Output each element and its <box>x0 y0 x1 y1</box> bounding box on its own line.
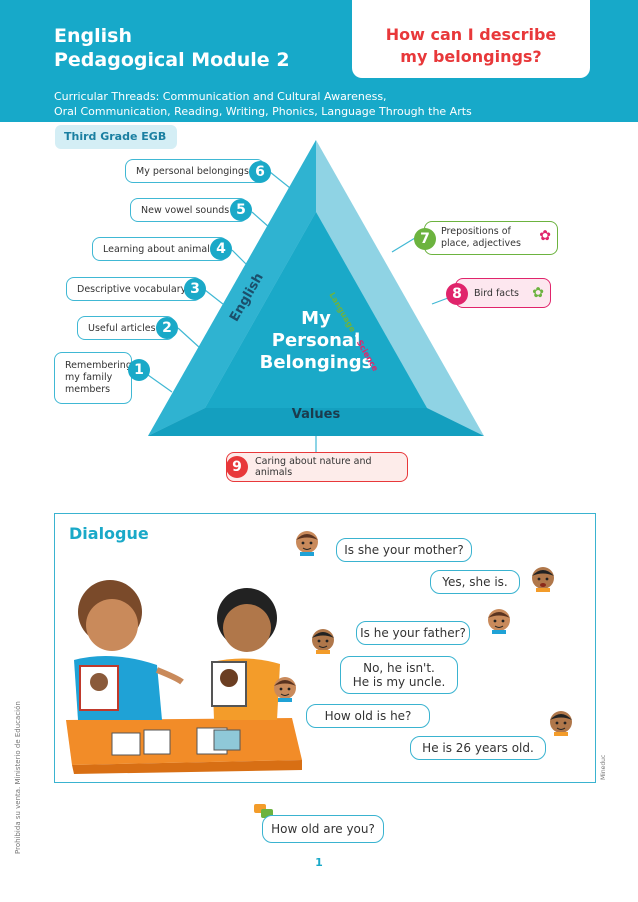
boy-face-icon <box>550 711 572 736</box>
curricular-threads: Curricular Threads: Communication and Cu… <box>54 89 472 119</box>
topic-label: My personal belongings <box>136 165 249 177</box>
topic-label: Useful articles <box>88 322 156 334</box>
topic-item-9: Caring about nature and animals <box>226 452 408 482</box>
side-note: Prohibida su venta. Ministerio de Educac… <box>14 701 22 854</box>
topic-item-4: Learning about animals <box>92 237 228 261</box>
question-box: How can I describe my belongings? <box>352 0 590 78</box>
topic-number-9: 9 <box>226 456 248 478</box>
grade-badge: Third Grade EGB <box>55 125 177 149</box>
boy-face-icon <box>312 629 334 654</box>
triangle-center-label: My Personal Belongings <box>236 308 396 374</box>
boy-face-icon <box>274 677 296 702</box>
topic-item-7: Prepositions of place, adjectives ✿ <box>424 221 558 255</box>
threads-line-1: Curricular Threads: Communication and Cu… <box>54 90 387 103</box>
title-line-1: English <box>54 25 132 47</box>
threads-line-2: Oral Communication, Reading, Writing, Ph… <box>54 105 472 118</box>
triangle-inner <box>205 212 427 408</box>
topic-item-5: New vowel sounds <box>130 198 248 222</box>
speech-bubble: No, he isn't. He is my uncle. <box>340 656 458 694</box>
topic-number-2: 2 <box>156 317 178 339</box>
topic-label: Bird facts <box>474 287 520 299</box>
topic-item-8: Bird facts ✿ <box>455 278 551 308</box>
kids-illustration <box>66 580 302 774</box>
dialogue-box <box>54 513 596 783</box>
center-line-2: Personal <box>271 330 361 351</box>
speech-bubble: He is 26 years old. <box>410 736 546 760</box>
page-number: 1 <box>315 856 323 869</box>
prompt-bubble: How old are you? <box>262 815 384 843</box>
boy-face-icon <box>488 609 510 634</box>
topic-label: New vowel sounds <box>141 204 230 216</box>
speech-bubble: How old is he? <box>306 704 430 728</box>
speech-bubble: Is she your mother? <box>336 538 472 562</box>
topic-triangle-diagram <box>147 140 484 455</box>
boy-face-icon <box>296 531 318 556</box>
topic-number-6: 6 <box>249 161 271 183</box>
topic-label: Descriptive vocabulary <box>77 283 187 295</box>
topic-label: Prepositions of place, adjectives <box>425 226 521 250</box>
topic-item-1: Remembering my family members <box>54 352 132 404</box>
topic-number-8: 8 <box>446 283 468 305</box>
question-line-2: my belongings? <box>400 47 542 66</box>
center-line-3: Belongings <box>259 352 373 373</box>
topic-number-7: 7 <box>414 228 436 250</box>
topic-item-3: Descriptive vocabulary <box>66 277 202 301</box>
guiding-question: How can I describe my belongings? <box>352 24 590 68</box>
topic-label: Caring about nature and animals <box>255 456 372 478</box>
image-credit: Mineduc <box>600 754 607 780</box>
topic-item-6: My personal belongings <box>125 159 265 183</box>
speech-line-1: No, he isn't. <box>363 661 435 675</box>
topic-number-1: 1 <box>128 359 150 381</box>
topic-number-3: 3 <box>184 278 206 300</box>
dialogue-title: Dialogue <box>69 524 149 543</box>
boy-face-icon <box>532 567 554 592</box>
gears-icon: ✿ <box>539 228 551 244</box>
title-line-2: Pedagogical Module 2 <box>54 49 290 71</box>
speech-bubble: Yes, she is. <box>430 570 520 594</box>
gears-icon: ✿ <box>532 285 544 301</box>
question-line-1: How can I describe <box>385 25 557 44</box>
topic-number-4: 4 <box>210 238 232 260</box>
topic-label-line-1: Prepositions of <box>441 226 511 237</box>
topic-number-5: 5 <box>230 199 252 221</box>
topic-label-line-2: my family <box>65 372 113 383</box>
speech-line-2: He is my uncle. <box>352 675 446 689</box>
topic-label: Learning about animals <box>103 243 215 255</box>
speech-bubble: Is he your father? <box>356 621 470 645</box>
bottom-label-values: Values <box>291 407 341 422</box>
topic-label-line-2: place, adjectives <box>441 238 521 249</box>
topic-label-line-3: members <box>65 384 111 395</box>
topic-label: Remembering my family members <box>55 360 132 396</box>
topic-label-line-1: Remembering <box>65 360 132 371</box>
center-line-1: My <box>301 308 331 329</box>
module-title: English Pedagogical Module 2 <box>54 24 290 72</box>
